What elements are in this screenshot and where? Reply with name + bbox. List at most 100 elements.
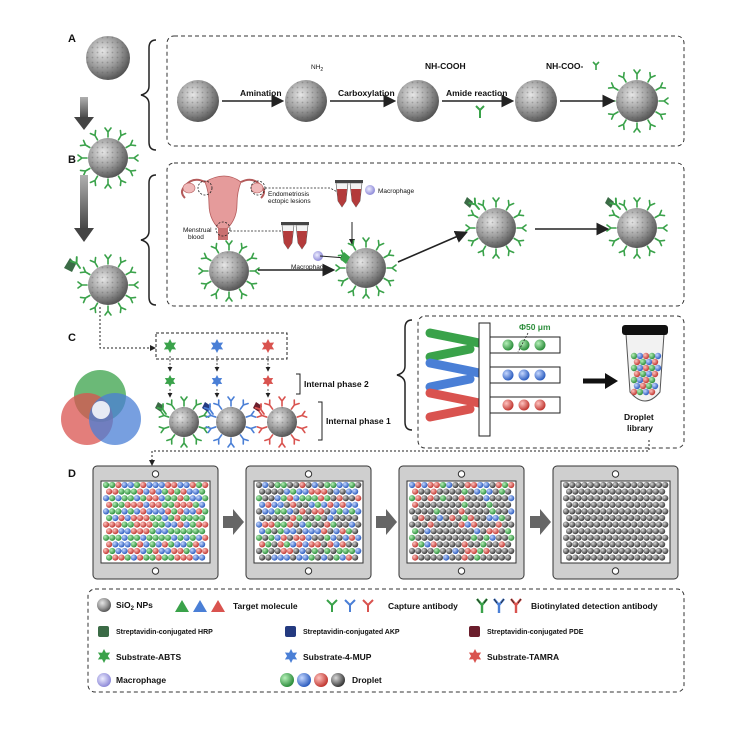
chip-droplet [597,541,604,548]
chip-droplet [342,481,349,489]
chip-droplet [149,541,156,548]
tube-droplet [645,382,653,390]
chip-droplet [149,514,156,522]
chip-droplet [464,495,471,502]
chip-droplet [133,495,141,502]
diameter-pointer [517,332,529,353]
chip-droplet [631,481,638,489]
chip-droplet [430,528,437,535]
chip-droplet [486,541,493,548]
chip-droplet [572,514,579,522]
chip-droplet [518,339,530,351]
chip-droplet [140,521,147,528]
chip-droplet [302,488,309,495]
chip-droplet [277,501,284,508]
chip-droplet [659,488,666,495]
chip-droplet [324,495,331,502]
chip-hole-top [151,470,160,478]
antibody [492,248,500,259]
panel-c-box [417,315,685,449]
chip-droplet [624,508,632,515]
chip-droplet [593,481,601,489]
chip-droplet [597,554,604,561]
chip-droplet [569,508,576,515]
chip-droplet [652,541,660,548]
antibody [166,434,176,445]
chip-droplet [177,521,184,528]
chip-droplet [262,534,269,541]
chip-droplet [659,514,666,522]
chip-droplet [584,501,591,508]
chip-droplet [109,481,116,489]
antibody [618,71,627,83]
chip-droplet [600,534,607,541]
chip-droplet [418,554,425,561]
chip-droplet [336,495,343,502]
lesion-dotted-arrow [265,187,346,197]
chip-droplet [446,534,453,541]
chip-droplet [152,508,159,515]
chip-droplet [283,501,290,508]
chip-droplet [436,514,443,522]
chip-droplet [652,488,660,495]
tube-droplet [639,358,647,366]
label-diameter: Φ50 μm [519,322,551,332]
chip-droplet [127,508,134,515]
chip-droplet [581,481,588,489]
chip-droplet [317,547,325,555]
chip-droplet [578,488,585,495]
chip-droplet [443,541,450,548]
connector-d [149,440,650,466]
chip-droplet [624,534,632,541]
chip-droplet [467,528,474,535]
chip-droplet [146,508,153,515]
chip-droplet [498,514,505,522]
antibody [383,249,395,259]
legend-akp-icon [285,626,296,637]
chip-droplet [474,514,481,522]
tube-droplet [630,364,638,372]
chip-droplet [606,547,613,555]
microfluidic-chip [425,322,561,437]
chip-droplet [566,541,573,548]
antibody [180,396,188,407]
chip-channel-b-1 [425,374,475,392]
tube-droplet [642,352,650,360]
chip-hole-bottom [457,567,466,575]
chip-droplet [412,501,419,508]
antibody [158,410,170,418]
chip-droplet [534,339,546,351]
chip-droplet [430,501,437,508]
panel-label-d: D [68,468,76,480]
chip-droplet [461,528,468,535]
chip-droplet [489,508,496,515]
chip-droplet [652,501,660,508]
chip-droplet [606,521,613,528]
chip-droplet [618,508,625,515]
chip-droplet [508,481,515,489]
chip-droplet [271,488,278,495]
chip-droplet [102,508,110,515]
chip-droplet [433,547,440,555]
chip-droplet [628,541,635,548]
chip-droplet [631,547,638,555]
chip-droplet [430,541,437,548]
chip-droplet [189,534,196,541]
bracket-internal-2 [296,373,301,395]
antibody [104,254,112,265]
chip-droplet [424,488,431,495]
chip-droplet [189,547,196,555]
chip-droplet [342,495,349,502]
chip-droplet [649,495,656,502]
chip-droplet [121,481,128,489]
chip-droplet [168,501,175,508]
chip-droplet [412,514,419,522]
chip-droplet [143,528,150,535]
chip-droplet [612,521,619,528]
chip-droplet [192,541,199,548]
chip-droplet [621,514,629,522]
antibody [180,437,188,448]
chip-droplet [286,534,294,541]
chip-droplet [508,495,515,502]
antibody [79,139,91,149]
